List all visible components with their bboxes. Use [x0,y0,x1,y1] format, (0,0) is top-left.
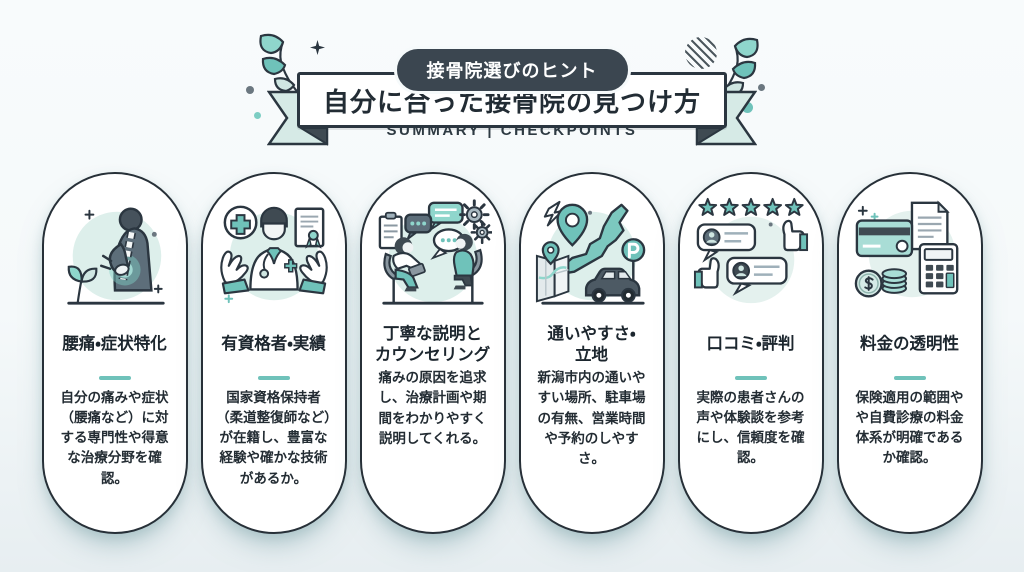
reviews-rating-icon [691,192,811,316]
card-description: 実際の患者さんの声や体験談を参考にし、信頼度を確認。 [696,389,805,466]
checkpoint-card: 有資格者・実績 国家資格保持者（柔道整復師など）が在籍し、豊富な経験や確かな技術… [200,172,347,534]
card-description: 自分の痛みや症状（腰痛など）に対する専門性や得意な治療分野を確認。 [60,389,169,486]
leaf-branch-icon [259,33,311,105]
title-divider [98,376,131,380]
title-divider [893,376,926,380]
dot-ornament [254,112,261,119]
card-title: 料金の透明性 [860,335,959,354]
checkpoint-cards: 腰痛・症状特化 自分の痛みや症状（腰痛など）に対する専門性や得意な治療分野を確認… [0,172,1024,534]
checkpoint-card: 口コミ・評判 実際の患者さんの声や体験談を参考にし、信頼度を確認。 [677,172,824,534]
card-description: 新潟市内の通いやすい場所、駐車場の有無、営業時間や予約のしやすさ。 [537,370,646,466]
title-divider [734,376,767,380]
card-description: 痛みの原因を追求し、治療計画や期間をわかりやすく説明してくれる。 [378,370,487,446]
price-transparency-icon [850,192,970,316]
hatch-circle-ornament [685,37,717,69]
checkpoint-card: 腰痛・症状特化 自分の痛みや症状（腰痛など）に対する専門性や得意な治療分野を確認… [41,172,188,534]
counseling-icon [373,192,493,316]
qualified-doctor-icon [214,192,334,316]
card-title: 通いやすさ・ 立地 [547,324,636,364]
checkpoint-card: 通いやすさ・ 立地 新潟市内の通いやすい場所、駐車場の有無、営業時間や予約のしや… [518,172,665,534]
map-access-icon [532,192,652,316]
dot-ornament [246,86,254,94]
card-title: 口コミ・評判 [706,335,795,354]
card-title: 丁寧な説明と カウンセリング [374,324,491,364]
title-divider [257,376,290,380]
dot-ornament [758,84,765,91]
card-description: 国家資格保持者（柔道整復師など）が在籍し、豊富な経験や確かな技術があるか。 [216,389,331,486]
header-badge: 接骨院選びのヒント [393,46,631,94]
dot-ornament [742,102,753,113]
card-title: 有資格者・実績 [221,335,326,354]
checkpoint-card: 料金の透明性 保険適用の範囲やや自費診療の料金体系が明確であるか確認。 [836,172,983,534]
card-description: 保険適用の範囲やや自費診療の料金体系が明確であるか確認。 [855,389,964,466]
card-title: 腰痛・症状特化 [62,335,167,354]
checkpoint-card: 丁寧な説明と カウンセリング 痛みの原因を追求し、治療計画や期間をわかりやすく説… [359,172,506,534]
back-pain-icon [55,192,175,316]
